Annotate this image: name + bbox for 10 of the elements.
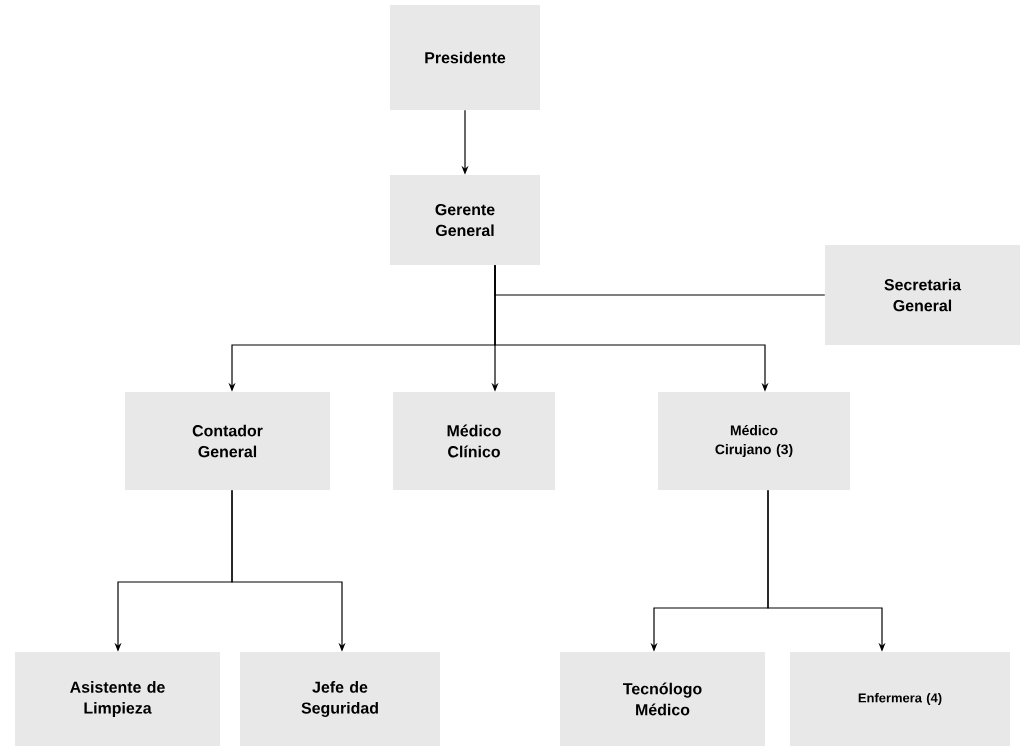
org-box: Presidente: [390, 5, 540, 110]
org-box: Asistente de Limpieza: [15, 652, 220, 746]
org-box: Secretaria General: [825, 245, 1020, 345]
org-box: Gerente General: [390, 175, 540, 265]
org-box: Médico Cirujano (3): [658, 392, 850, 490]
org-box: Tecnólogo Médico: [560, 652, 765, 746]
org-box: Contador General: [125, 392, 330, 490]
org-box: Jefe de Seguridad: [240, 652, 440, 746]
org-box: Enfermera (4): [790, 652, 1010, 746]
org-box: Médico Clínico: [393, 392, 555, 490]
